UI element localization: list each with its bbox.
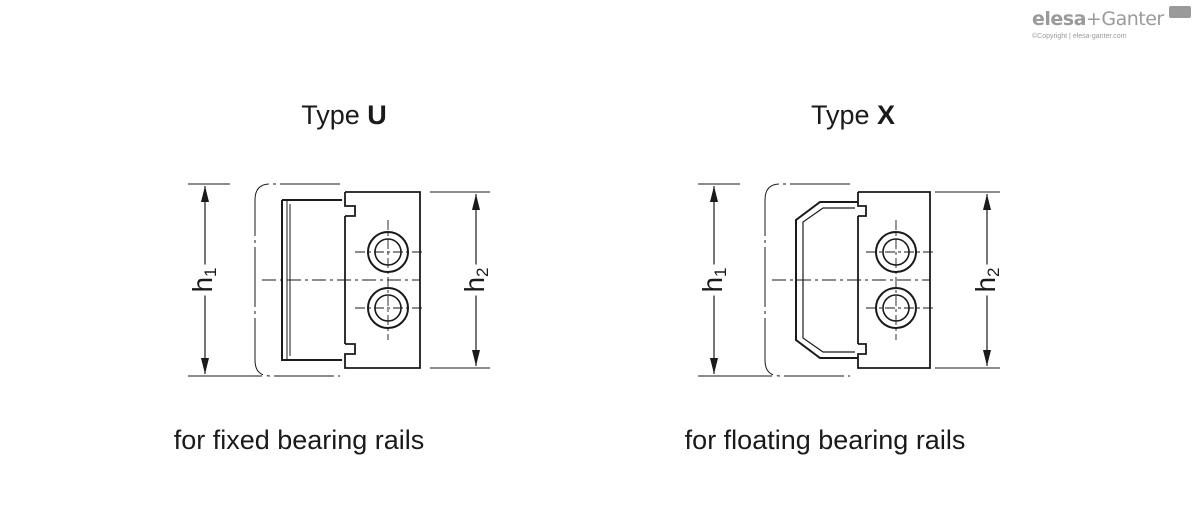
logo-brand-primary: elesa	[1032, 8, 1086, 30]
type-x-dim-h2: h2	[970, 264, 1004, 296]
logo-brand-secondary: Ganter	[1101, 8, 1164, 30]
logo-badge-icon	[1169, 6, 1191, 18]
elesa-ganter-logo: elesa+Ganter ©Copyright | elesa-ganter.c…	[1032, 6, 1192, 46]
type-u-title-prefix: Type	[301, 100, 368, 130]
type-u-drawing	[188, 183, 490, 377]
type-x-title-letter: X	[877, 100, 896, 130]
type-x-title: Type X	[811, 100, 895, 131]
type-x-title-prefix: Type	[810, 100, 878, 130]
type-u-title: Type U	[301, 100, 387, 131]
type-u-title-letter: U	[367, 100, 387, 130]
logo-copyright: ©Copyright | elesa-ganter.com	[1032, 33, 1127, 40]
logo-wordmark: elesa+Ganter	[1032, 8, 1164, 30]
type-u-caption: for fixed bearing rails	[173, 425, 425, 455]
type-x-drawing	[698, 183, 1000, 377]
type-x-caption: for floating bearing rails	[684, 425, 966, 455]
type-x-dim-h1: h1	[697, 264, 731, 296]
logo-plus: +	[1085, 8, 1102, 30]
